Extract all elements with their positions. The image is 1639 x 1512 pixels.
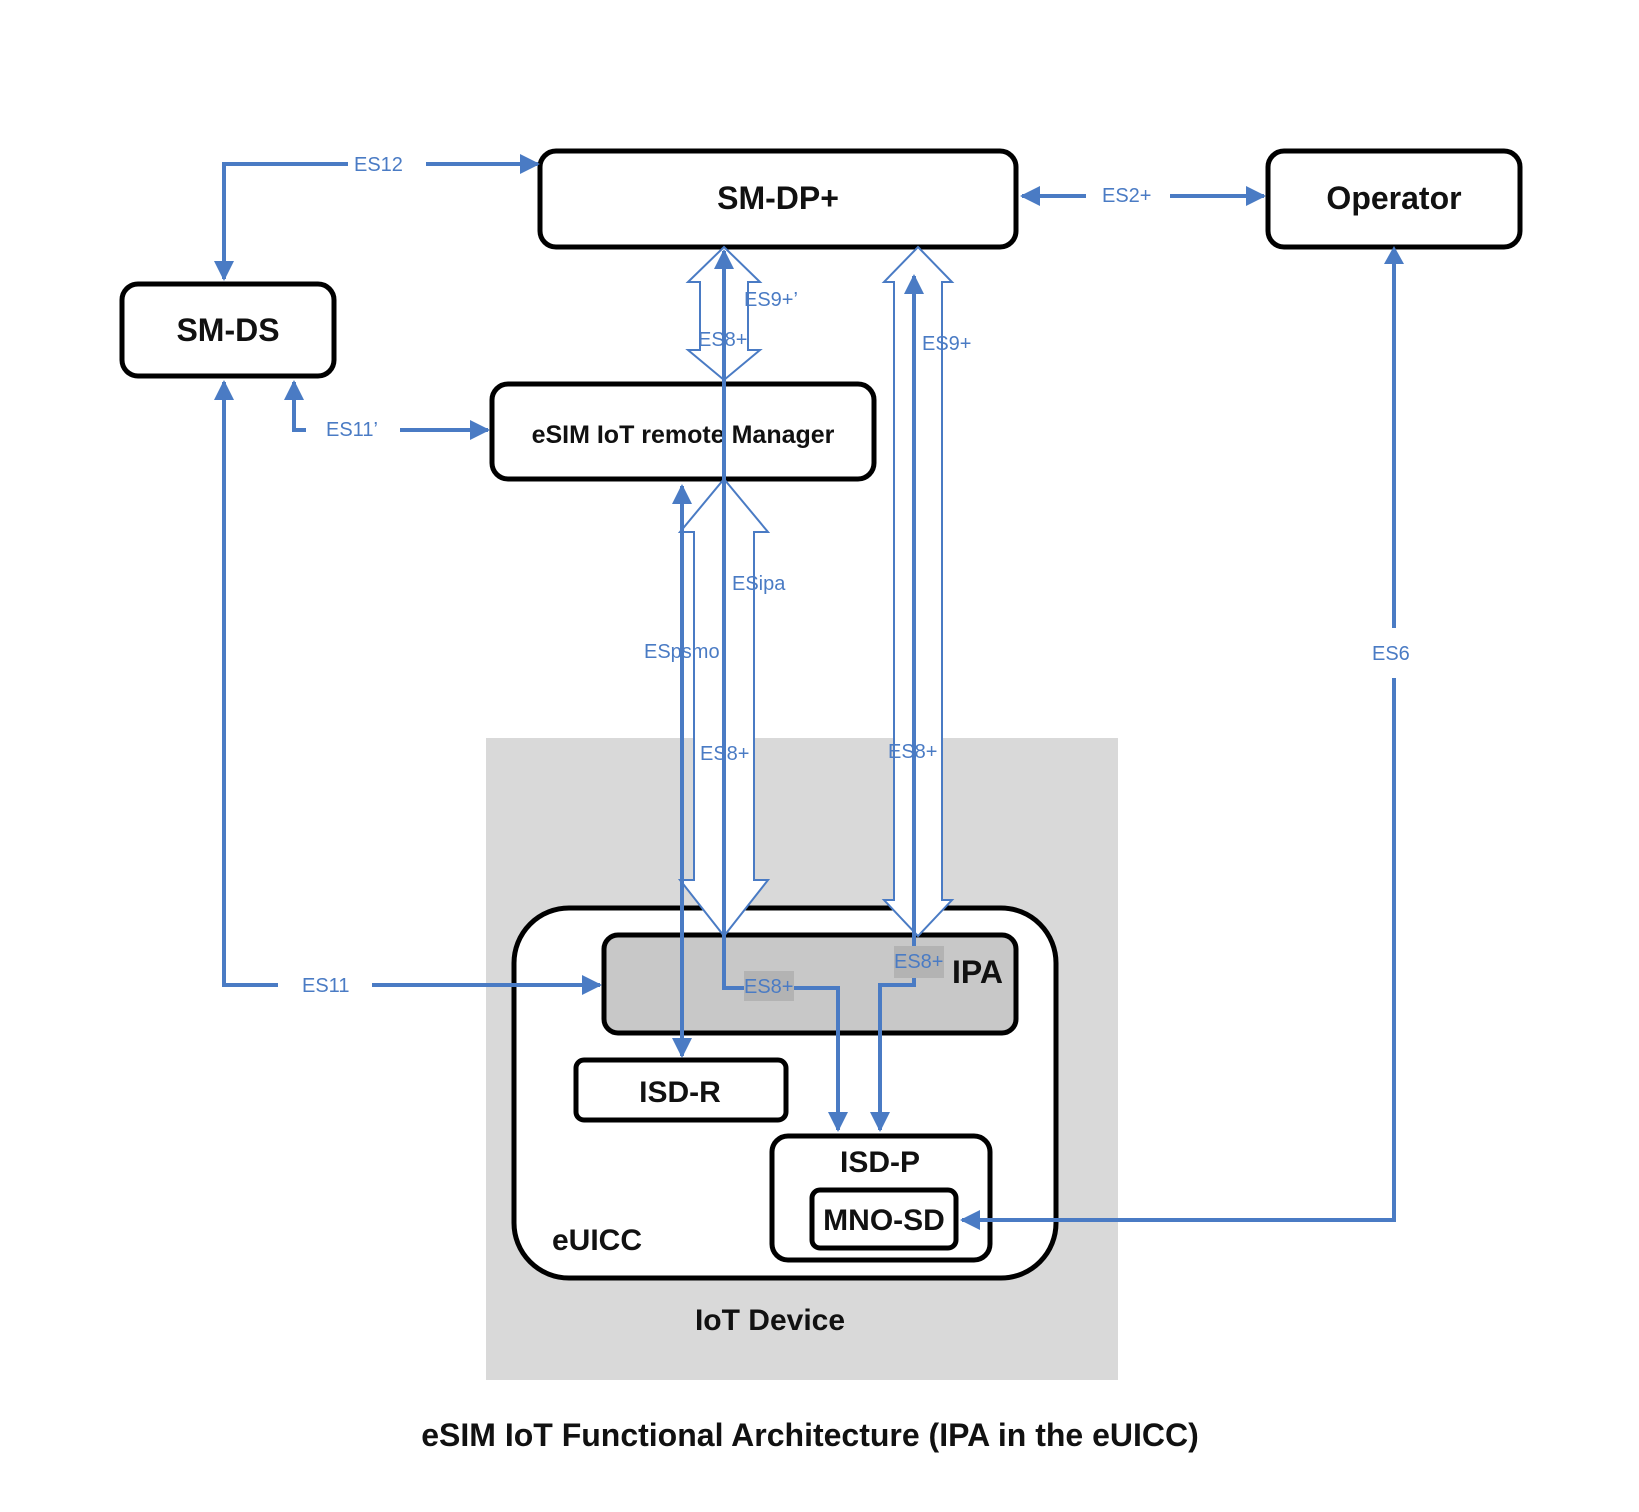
es11-prime-line-a	[284, 380, 306, 432]
es11-line-a	[214, 380, 278, 987]
figure-caption: eSIM IoT Functional Architecture (IPA in…	[421, 1417, 1199, 1453]
isd-p-label: ISD-P	[840, 1146, 920, 1179]
remote-manager-label: eSIM IoT remote Manager	[532, 421, 835, 449]
es9-prime-label: ES9+’	[744, 289, 798, 311]
es8-ipa-right-label-bg	[894, 946, 944, 978]
es8-right-line	[870, 274, 924, 1132]
es11-prime-label: ES11’	[326, 419, 378, 441]
mno-sd-label: MNO-SD	[823, 1204, 945, 1237]
sm-ds-box	[119, 281, 337, 379]
es8-top-label: ES8+	[698, 329, 747, 351]
es8-ipa-right-label: ES8+	[894, 951, 943, 973]
esipa-label: ESipa	[732, 573, 786, 595]
mno-sd-box	[809, 1187, 959, 1251]
es6-line-b	[960, 678, 1396, 1230]
es8-mid-left-label: ES8+	[700, 743, 749, 765]
es6-arrowhead-top	[1384, 246, 1404, 264]
isd-r-label: ISD-R	[639, 1076, 721, 1109]
es12-line-a	[214, 162, 348, 281]
es8-ipa-left-label: ES8+	[744, 976, 793, 998]
espsmo-label: ESpsmo	[644, 641, 720, 663]
es8-mid-right-label: ES8+	[888, 741, 937, 763]
sm-dp-box	[537, 148, 1019, 250]
es9-label: ES9+	[922, 333, 971, 355]
iot-device-label: IoT Device	[695, 1304, 845, 1337]
es12-label: ES12	[354, 154, 403, 176]
es11-label: ES11	[302, 975, 349, 997]
sm-ds-label: SM-DS	[176, 312, 279, 348]
es2-label: ES2+	[1102, 185, 1151, 207]
es6-label: ES6	[1372, 643, 1410, 665]
sm-dp-label: SM-DP+	[717, 180, 839, 216]
operator-label: Operator	[1326, 180, 1461, 216]
ipa-label: IPA	[952, 954, 1003, 990]
es8-ipa-left-label-bg	[744, 971, 794, 1001]
euicc-label: eUICC	[552, 1224, 642, 1257]
